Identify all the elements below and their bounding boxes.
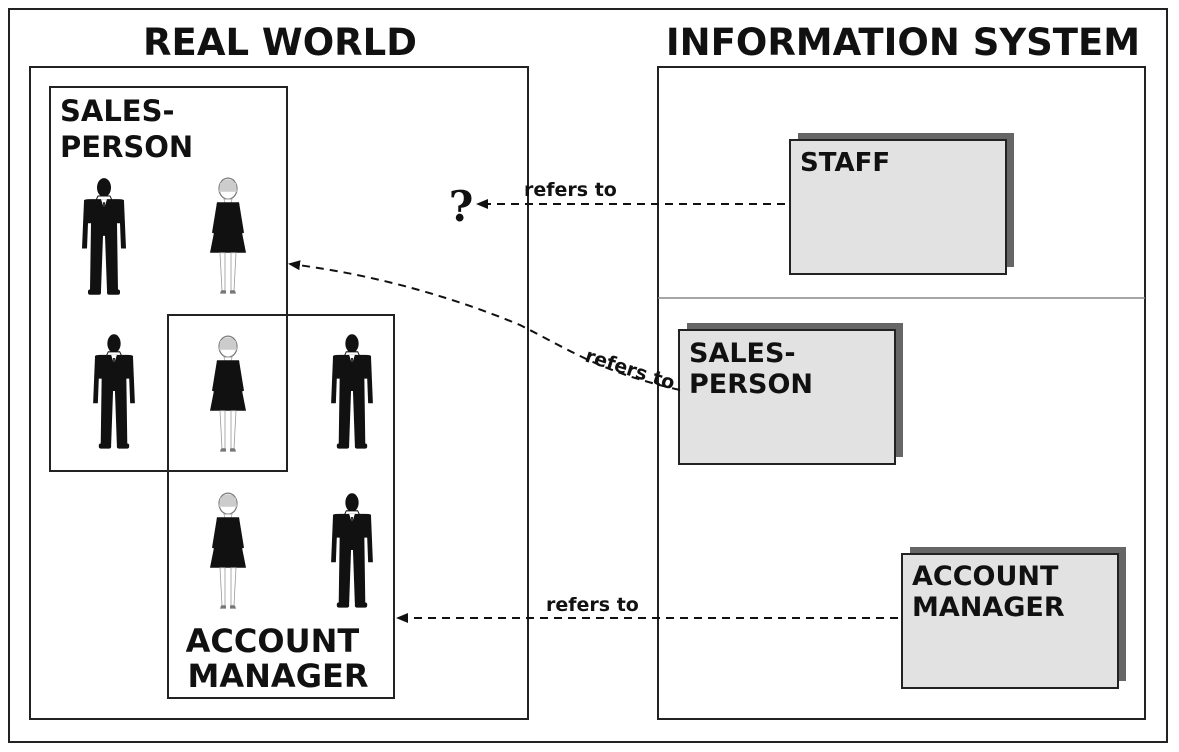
account-manager-set bbox=[167, 314, 395, 699]
real-world-title: REAL WORLD bbox=[143, 21, 417, 64]
salesperson-set-label: SALES- PERSON bbox=[60, 94, 193, 164]
salesperson-entity-label: SALES- PERSON bbox=[689, 338, 813, 400]
account-manager-entity bbox=[901, 553, 1119, 689]
information-system-title: INFORMATION SYSTEM bbox=[666, 21, 1140, 64]
salesperson-entity bbox=[678, 329, 896, 465]
real-world-panel bbox=[29, 66, 529, 720]
staff-refers-label: refers to bbox=[524, 179, 617, 201]
outer-frame bbox=[8, 8, 1168, 743]
account-manager-set-label: ACCOUNT MANAGER bbox=[186, 622, 371, 695]
account-manager-refers-label: refers to bbox=[546, 594, 639, 616]
staff-entity-label: STAFF bbox=[800, 148, 890, 178]
staff-entity bbox=[789, 139, 1007, 275]
salesperson-refers-arrow bbox=[288, 260, 681, 391]
account-manager-entity-label: ACCOUNT MANAGER bbox=[912, 561, 1068, 623]
question-mark-icon: ? bbox=[449, 182, 474, 231]
